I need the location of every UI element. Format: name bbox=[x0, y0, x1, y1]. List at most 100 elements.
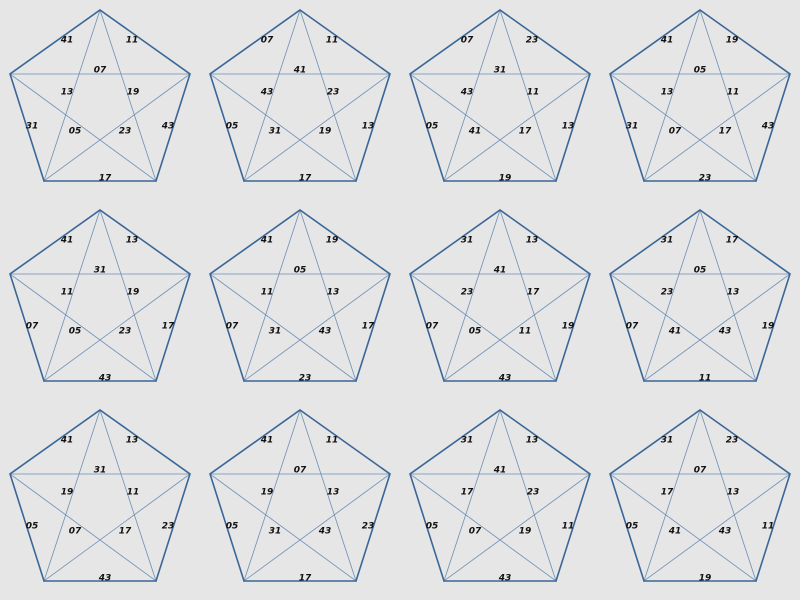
inner-number: 43 bbox=[318, 527, 332, 537]
inner-number: 07 bbox=[694, 466, 707, 476]
outer-number: 05 bbox=[626, 522, 639, 532]
pentagon-outline bbox=[609, 209, 791, 382]
inner-number: 11 bbox=[61, 288, 74, 298]
outer-number: 05 bbox=[226, 122, 239, 132]
outer-number: 23 bbox=[726, 436, 739, 446]
inner-number: 23 bbox=[461, 288, 474, 298]
inner-number: 13 bbox=[661, 88, 674, 98]
inner-number: 17 bbox=[719, 127, 732, 137]
pentagram-star-lines bbox=[208, 8, 392, 183]
inner-number: 17 bbox=[519, 127, 532, 137]
pentagram-star-lines bbox=[408, 408, 592, 583]
inner-number: 41 bbox=[493, 266, 507, 276]
outer-number: 11 bbox=[126, 36, 139, 46]
inner-number: 41 bbox=[668, 327, 682, 337]
outer-number: 23 bbox=[162, 522, 175, 532]
outer-number: 41 bbox=[260, 436, 274, 446]
outer-number: 05 bbox=[426, 522, 439, 532]
inner-number: 11 bbox=[261, 288, 274, 298]
outer-number: 13 bbox=[362, 122, 375, 132]
outer-number: 43 bbox=[98, 574, 112, 584]
outer-number: 31 bbox=[461, 236, 474, 246]
outer-number: 05 bbox=[226, 522, 239, 532]
inner-number: 23 bbox=[527, 488, 540, 498]
inner-number: 07 bbox=[469, 527, 482, 537]
outer-number: 07 bbox=[461, 36, 474, 46]
outer-number: 13 bbox=[526, 436, 539, 446]
outer-number: 41 bbox=[660, 36, 674, 46]
inner-number: 23 bbox=[661, 288, 674, 298]
inner-number: 11 bbox=[127, 488, 140, 498]
inner-number: 43 bbox=[718, 527, 732, 537]
outer-number: 07 bbox=[626, 322, 639, 332]
inner-number: 23 bbox=[119, 327, 132, 337]
inner-number: 41 bbox=[668, 527, 682, 537]
outer-number: 11 bbox=[699, 374, 712, 384]
outer-number: 43 bbox=[498, 574, 512, 584]
pentagon-outline bbox=[9, 209, 191, 382]
inner-number: 19 bbox=[519, 527, 532, 537]
pentagon-outline bbox=[9, 409, 191, 582]
pentagon-outline bbox=[409, 209, 591, 382]
outer-number: 23 bbox=[699, 174, 712, 184]
outer-number: 11 bbox=[326, 36, 339, 46]
inner-number: 05 bbox=[694, 266, 707, 276]
inner-number: 43 bbox=[260, 88, 274, 98]
outer-number: 31 bbox=[26, 122, 39, 132]
inner-number: 41 bbox=[293, 66, 307, 76]
outer-number: 43 bbox=[98, 374, 112, 384]
outer-number: 31 bbox=[626, 122, 639, 132]
inner-number: 07 bbox=[69, 527, 82, 537]
pentagram-star-lines bbox=[208, 408, 392, 583]
inner-number: 41 bbox=[468, 127, 482, 137]
pentagon-outline bbox=[209, 209, 391, 382]
outer-number: 19 bbox=[699, 574, 712, 584]
inner-number: 41 bbox=[493, 466, 507, 476]
outer-number: 07 bbox=[261, 36, 274, 46]
outer-number: 11 bbox=[562, 522, 575, 532]
outer-number: 31 bbox=[661, 436, 674, 446]
pentagram-star-lines bbox=[8, 8, 192, 183]
pentagram-star-lines bbox=[8, 408, 192, 583]
outer-number: 23 bbox=[299, 374, 312, 384]
inner-number: 05 bbox=[69, 127, 82, 137]
outer-number: 17 bbox=[162, 322, 175, 332]
inner-number: 31 bbox=[269, 527, 282, 537]
pentagon-outline bbox=[9, 9, 191, 182]
outer-number: 17 bbox=[99, 174, 112, 184]
inner-number: 19 bbox=[319, 127, 332, 137]
inner-number: 05 bbox=[294, 266, 307, 276]
inner-number: 13 bbox=[327, 488, 340, 498]
inner-number: 13 bbox=[61, 88, 74, 98]
outer-number: 19 bbox=[562, 322, 575, 332]
outer-number: 19 bbox=[726, 36, 739, 46]
pentagon-outline bbox=[209, 409, 391, 582]
inner-number: 11 bbox=[727, 88, 740, 98]
inner-number: 17 bbox=[527, 288, 540, 298]
inner-number: 19 bbox=[127, 288, 140, 298]
inner-number: 31 bbox=[269, 127, 282, 137]
outer-number: 11 bbox=[326, 436, 339, 446]
outer-number: 07 bbox=[26, 322, 39, 332]
inner-number: 13 bbox=[727, 488, 740, 498]
pentagram-star-lines bbox=[608, 208, 792, 383]
outer-number: 43 bbox=[498, 374, 512, 384]
outer-number: 07 bbox=[426, 322, 439, 332]
outer-number: 11 bbox=[762, 522, 775, 532]
inner-number: 11 bbox=[527, 88, 540, 98]
inner-number: 11 bbox=[519, 327, 532, 337]
inner-number: 05 bbox=[69, 327, 82, 337]
inner-number: 31 bbox=[94, 466, 107, 476]
inner-number: 07 bbox=[94, 66, 107, 76]
inner-number: 05 bbox=[694, 66, 707, 76]
